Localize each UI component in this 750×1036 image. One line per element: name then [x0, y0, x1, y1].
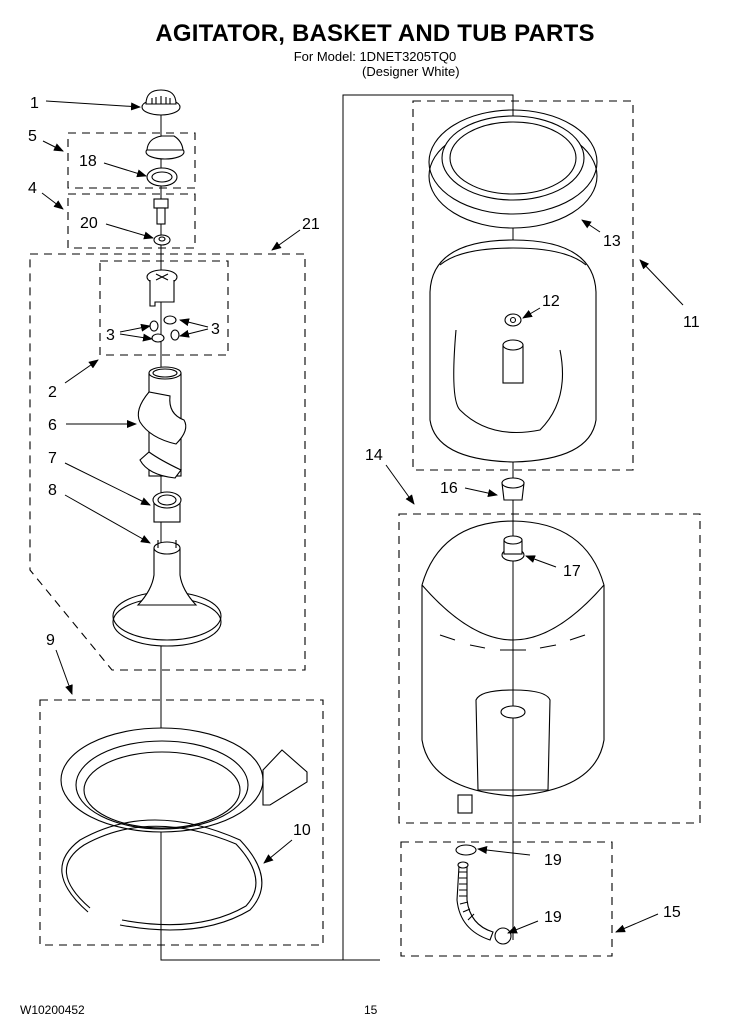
callout-3-left: 3 — [106, 327, 115, 344]
callout-11: 11 — [683, 314, 700, 331]
model-line: For Model: 1DNET3205TQ0 — [293, 49, 457, 64]
group-box-4 — [67, 193, 196, 249]
leader-16 — [464, 487, 498, 497]
leader-5 — [42, 140, 64, 152]
callout-9: 9 — [46, 632, 55, 649]
part-tub-ring-assembly — [60, 727, 308, 833]
group-box-15 — [400, 841, 613, 957]
leader-3a-1 — [119, 323, 151, 333]
leader-4 — [41, 192, 64, 210]
connector-left-right — [342, 94, 514, 960]
callout-13: 13 — [603, 233, 621, 250]
part-tub-ring — [61, 819, 263, 931]
page-number: 15 — [364, 1003, 378, 1017]
group-box-14 — [398, 513, 701, 824]
callout-20: 20 — [80, 215, 98, 232]
callout-21: 21 — [302, 216, 320, 233]
callout-17: 17 — [563, 563, 581, 580]
part-agitator-auger — [137, 366, 187, 479]
leader-1 — [45, 100, 141, 111]
leader-14 — [385, 464, 415, 505]
part-agitator-insert — [146, 269, 178, 307]
leader-7 — [64, 462, 151, 506]
callout-8: 8 — [48, 482, 57, 499]
leader-13 — [581, 219, 601, 233]
part-agitator-cap — [141, 89, 181, 116]
leader-2 — [64, 359, 99, 384]
callout-19-top: 19 — [544, 852, 562, 869]
part-dogs — [149, 315, 180, 343]
callout-6: 6 — [48, 417, 57, 434]
part-drive-nut — [504, 313, 522, 327]
part-washer — [153, 234, 171, 246]
center-axis-left — [160, 110, 380, 961]
callout-2: 2 — [48, 384, 57, 401]
leader-19a — [477, 846, 531, 856]
group-box-2 — [99, 260, 229, 356]
part-cam — [152, 491, 182, 523]
callout-16: 16 — [440, 480, 458, 497]
part-drain-hose — [456, 861, 494, 941]
group-box-21 — [29, 253, 306, 671]
page-title: AGITATOR, BASKET AND TUB PARTS — [155, 20, 595, 47]
callout-1: 1 — [30, 95, 39, 112]
part-tub — [421, 520, 605, 814]
leader-15 — [615, 913, 659, 933]
leader-10 — [263, 839, 293, 864]
part-seal — [501, 477, 525, 501]
leader-8 — [64, 494, 151, 544]
leader-20 — [105, 223, 154, 240]
leader-21 — [271, 229, 301, 251]
leader-3b-1 — [179, 318, 209, 328]
callout-15: 15 — [663, 904, 681, 921]
part-cap-kit-top — [145, 135, 185, 160]
leader-12 — [522, 307, 541, 319]
part-balance-ring — [428, 109, 598, 229]
leader-3b-2 — [179, 328, 209, 338]
part-basket — [429, 239, 597, 463]
group-box-9 — [39, 699, 324, 946]
callout-14: 14 — [365, 447, 383, 464]
part-bolt — [153, 198, 169, 225]
leader-18 — [103, 162, 147, 178]
callout-12: 12 — [542, 293, 560, 310]
part-hose-clamps — [455, 844, 512, 945]
variant-line: (Designer White) — [362, 64, 460, 79]
callout-19-bottom: 19 — [544, 909, 562, 926]
leader-19b — [507, 920, 539, 934]
callout-5: 5 — [28, 128, 37, 145]
leader-11 — [639, 259, 684, 306]
leader-9 — [55, 649, 73, 695]
group-box-5 — [67, 132, 196, 189]
callout-10: 10 — [293, 822, 311, 839]
part-tub-seal — [501, 535, 525, 562]
document-number: W10200452 — [20, 1003, 85, 1017]
callout-7: 7 — [48, 450, 57, 467]
callout-3-right: 3 — [211, 321, 220, 338]
part-agitator-base — [112, 540, 222, 647]
callout-18: 18 — [79, 153, 97, 170]
leader-3a-2 — [119, 333, 153, 342]
callout-4: 4 — [28, 180, 37, 197]
part-o-ring — [146, 167, 178, 187]
leader-17 — [525, 555, 557, 568]
